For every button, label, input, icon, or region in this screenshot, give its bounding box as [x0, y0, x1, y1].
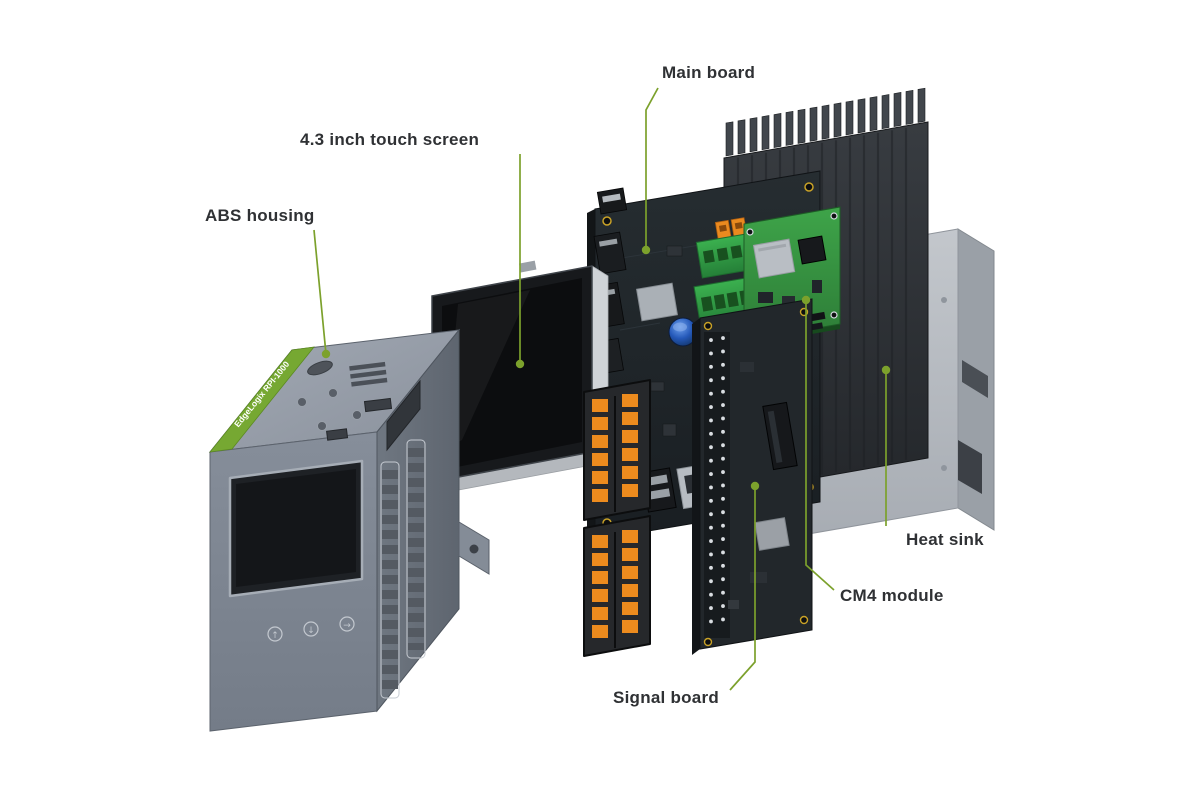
signal-connector	[762, 401, 798, 471]
callout-main-board: Main board	[662, 63, 756, 82]
callout-touch-screen: 4.3 inch touch screen	[300, 130, 480, 149]
svg-text:↑: ↑	[271, 631, 279, 641]
signal-chip	[754, 517, 790, 551]
housing-side-cutout	[386, 379, 421, 452]
housing-icon-markings	[267, 616, 355, 642]
leader-cm4-module	[805, 304, 835, 591]
housing-slot-columns	[380, 439, 426, 699]
callout-signal-board: Signal board	[613, 688, 719, 707]
touch-screen	[430, 260, 610, 493]
terminal-strip-lower	[583, 515, 651, 657]
signal-terminal-strips	[583, 379, 651, 657]
housing-icon-glyphs: ↑ ↓ →	[271, 621, 351, 641]
callout-abs-housing: ABS housing	[205, 206, 315, 225]
heatsink-fins	[725, 87, 926, 157]
leader-abs-housing	[313, 229, 327, 355]
capacitor	[668, 317, 698, 347]
signal-smd-chips	[728, 362, 767, 609]
screen-glare	[444, 290, 530, 450]
leader-signal-board	[729, 490, 756, 691]
housing-window	[228, 459, 364, 598]
pin-header-strip	[704, 332, 730, 638]
housing-vents	[349, 361, 388, 387]
din-clip	[958, 440, 982, 494]
leader-lines	[313, 87, 887, 691]
screen-mount-tab	[519, 260, 537, 273]
dot-cm4-module	[801, 295, 811, 305]
housing-flange	[458, 521, 490, 575]
dot-heat-sink	[881, 365, 891, 375]
cm4-soc	[797, 235, 827, 265]
cm4-chips	[758, 280, 822, 305]
housing-top-cutouts	[326, 397, 393, 441]
svg-text:↓: ↓	[307, 626, 315, 636]
abs-housing: EdgeLogix RPI-1000	[208, 328, 490, 732]
cm4-rf-shield	[752, 238, 796, 279]
signal-board	[692, 298, 813, 655]
emi-shield	[636, 282, 678, 322]
callout-heat-sink: Heat sink	[906, 530, 984, 549]
screen-glass	[442, 278, 582, 470]
dot-signal-board	[750, 481, 760, 491]
dot-main-board	[641, 245, 651, 255]
plate-slot	[962, 360, 988, 398]
callout-cm4-module: CM4 module	[840, 586, 944, 605]
svg-text:→: →	[343, 621, 351, 631]
leader-main-board	[645, 87, 659, 250]
terminal-strip-upper	[583, 379, 651, 521]
callout-dots	[321, 245, 891, 491]
dot-abs-housing	[321, 349, 331, 359]
housing-oval-cutout	[307, 360, 333, 376]
housing-top-holes	[297, 388, 362, 431]
dot-touch-screen	[515, 359, 525, 369]
